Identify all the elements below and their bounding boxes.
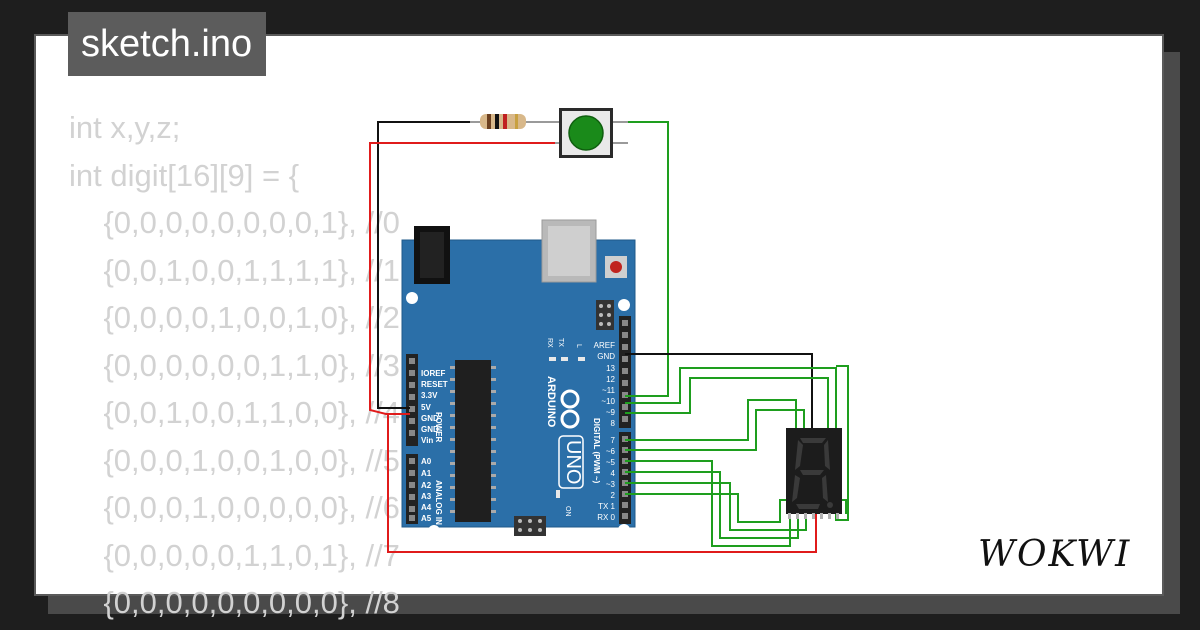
sketch-filename-tab[interactable]: sketch.ino (68, 12, 267, 76)
wire-seg (625, 493, 847, 523)
pin-label: GND (597, 352, 615, 361)
wire-display-vcc (387, 413, 817, 553)
analog-section-label: ANALOG IN (434, 480, 443, 525)
pin-label: 4 (611, 469, 616, 478)
code-line: {0,0,0,1,0,0,1,0,0}, //5 (69, 442, 400, 478)
pin-label: ~9 (606, 408, 616, 417)
pin-label: 12 (606, 375, 615, 384)
pin-label: ~6 (606, 447, 616, 456)
wire-seg (625, 399, 797, 441)
svg-text:TX: TX (557, 338, 564, 347)
code-line: {0,0,1,0,0,1,1,0,0}, //4 (69, 395, 400, 430)
atmega-chip (455, 360, 491, 522)
wire-seg (625, 460, 791, 547)
wokwi-logo: WOKWI (978, 534, 1131, 575)
arduino-logo (560, 389, 580, 429)
svg-text:L: L (575, 344, 582, 348)
pin-label: A4 (421, 503, 432, 512)
pin-label: Vin (421, 436, 433, 445)
pin-label: AREF (594, 341, 615, 350)
code-line: {0,0,0,0,0,0,1,1,0}, //3 (69, 347, 400, 383)
mounting-hole (618, 524, 630, 536)
pin-label: A0 (421, 457, 432, 466)
seven-segment-display[interactable] (786, 428, 842, 519)
arduino-uno-board[interactable]: IOREF RESET 3.3V 5V GND GND Vin A0 A1 A2… (401, 219, 636, 537)
uno-wordmark: UNO (562, 440, 584, 484)
pin-label: 3.3V (421, 391, 438, 400)
wire-display-common (625, 353, 813, 428)
pin-label: ~10 (601, 397, 615, 406)
code-line: {0,0,0,0,0,0,0,0,1}, //0 (69, 205, 400, 240)
pin-label: GND (421, 414, 439, 423)
resistor[interactable] (470, 114, 544, 129)
chip-pins (450, 366, 496, 513)
mounting-hole (428, 525, 440, 537)
svg-text:RX: RX (546, 338, 553, 348)
code-background: int x,y,z; int digit[16][9] = { {0,0,0,0,… (69, 104, 400, 627)
code-line: {0,0,0,0,0,1,1,0,1}, //7 (69, 537, 400, 573)
icsp-header-bottom (514, 516, 546, 536)
wire-seg (625, 367, 837, 428)
wires (369, 121, 849, 553)
pin-label: TX 1 (598, 502, 615, 511)
pin-label: A5 (421, 514, 432, 523)
analog-header (406, 454, 418, 524)
wokwi-wordmark: WOKWI (978, 534, 1131, 575)
push-button[interactable] (544, 108, 628, 158)
pin-label: ~3 (606, 480, 616, 489)
pin-label: A3 (421, 492, 432, 501)
pin-label: ~5 (606, 458, 616, 467)
pin-label: 13 (606, 364, 615, 373)
on-led-label: ON (564, 506, 571, 517)
wire-seg (625, 377, 829, 428)
pin-label: A1 (421, 469, 432, 478)
pin-label: IOREF (421, 369, 446, 378)
pin-label: GND (421, 425, 439, 434)
code-line: {0,0,0,0,0,0,0,0,0}, //8 (69, 585, 400, 620)
digital-section-label: DIGITAL (PWM ~) (592, 418, 601, 484)
code-line: {0,0,0,1,0,0,0,0,0}, //6 (69, 490, 400, 525)
mounting-hole (406, 292, 418, 304)
pin-label: A2 (421, 481, 432, 490)
pin-label: 7 (611, 436, 616, 445)
code-line: {0,0,1,0,0,1,1,1,1}, //1 (69, 252, 400, 288)
code-line: int x,y,z; (69, 110, 181, 145)
wire-gnd (377, 121, 470, 409)
wire-seg (625, 482, 807, 531)
digital-header-bottom (619, 432, 631, 524)
wire-button-signal (625, 121, 669, 397)
pin-label: RESET (421, 380, 448, 389)
power-section-label: POWER (434, 412, 443, 442)
mounting-hole (618, 299, 630, 311)
pin-label: 8 (611, 419, 616, 428)
pin-label: 5V (421, 403, 431, 412)
pin-label: RX 0 (597, 513, 615, 522)
arduino-wordmark: ARDUINO (545, 376, 557, 428)
code-line: int digit[16][9] = { (69, 157, 300, 193)
code-line: {0,0,0,0,1,0,0,1,0}, //2 (69, 300, 400, 335)
uno-badge (558, 435, 584, 489)
icsp-header (596, 300, 614, 330)
pin-label: ~11 (602, 386, 616, 395)
wire-seg (625, 409, 805, 451)
status-leds: TX RX L ON (546, 338, 585, 517)
pin-label: 2 (611, 491, 616, 500)
